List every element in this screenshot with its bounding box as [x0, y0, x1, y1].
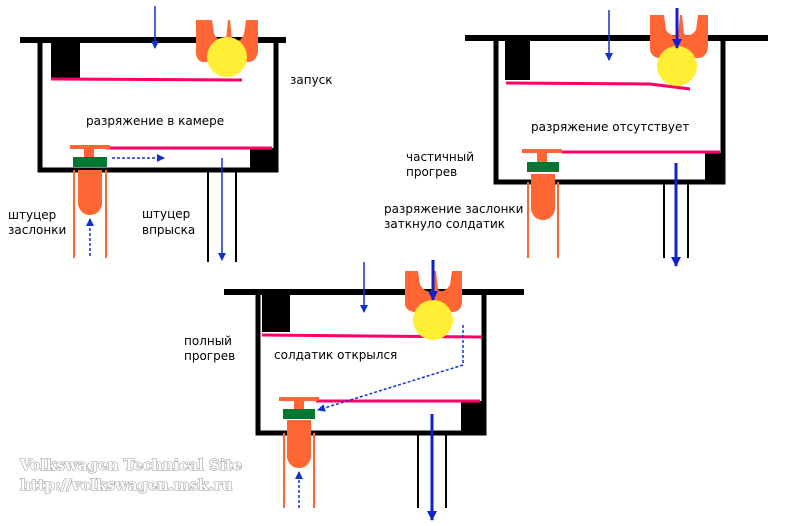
- flow-arrow-icon: [317, 325, 464, 412]
- outlet-tube: [663, 182, 689, 258]
- housing-outline: [37, 40, 279, 173]
- label-chastichny-2: прогрев: [406, 165, 457, 179]
- label-zapusk: запуск: [290, 73, 333, 87]
- label-shtucer-zaslonki-1: штуцер: [8, 208, 56, 222]
- membrane-upper: [505, 81, 691, 91]
- housing-block-right: [250, 148, 276, 170]
- housing-block-left: [505, 40, 530, 80]
- watermark-title: Volkswagen Technical Site: [19, 456, 242, 474]
- label-polny-2: прогрев: [184, 349, 235, 363]
- label-polny-1: полный: [184, 334, 232, 348]
- state-full-warmup: полный прогрев солдатик открылся: [184, 260, 524, 521]
- label-shtucer-vpryska-1: штуцер: [142, 207, 190, 221]
- thermo-valve-icon: [70, 145, 110, 258]
- thermo-valve-icon: [279, 397, 319, 508]
- membrane-upper: [50, 77, 243, 82]
- label-zatknulo-2: заткнуло солдатик: [384, 217, 505, 231]
- outlet-tube: [417, 433, 447, 508]
- housing-outline: [493, 38, 726, 185]
- state-startup: запуск разряжение в камере штуцер заслон…: [8, 6, 333, 262]
- label-razrezhenie-otsutstvuet: разряжение отсутствует: [531, 120, 689, 134]
- housing-block-left: [262, 294, 290, 332]
- housing-block-right: [705, 153, 723, 182]
- state-partial-warmup: разряжение отсутствует частичный прогрев…: [384, 8, 768, 267]
- housing-block-left: [51, 42, 80, 78]
- thermo-valve-icon: [522, 149, 562, 258]
- label-zatknulo-1: разряжение заслонки: [384, 202, 523, 216]
- label-shtucer-zaslonki-2: заслонки: [8, 223, 66, 237]
- outlet-tube: [207, 170, 237, 262]
- label-chastichny-1: частичный: [406, 150, 474, 164]
- ball-valve-icon: [650, 15, 708, 86]
- label-razrezhenie-v-kamere: разряжение в камере: [86, 114, 224, 128]
- membrane-upper: [261, 333, 483, 339]
- watermark-url: http://volkswagen.msk.ru: [20, 476, 233, 494]
- ball-valve-icon: [196, 20, 258, 77]
- label-soldatik-otkrylsya: солдатик открылся: [274, 348, 397, 362]
- label-shtucer-vpryska-2: впрыска: [142, 223, 195, 237]
- housing-outline: [255, 292, 487, 436]
- housing-block-right: [461, 401, 484, 433]
